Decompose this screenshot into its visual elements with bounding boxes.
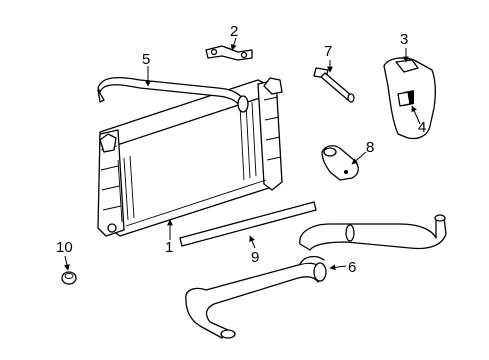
upper-hose[interactable] <box>97 76 249 113</box>
callout-7: 7 <box>324 43 332 60</box>
drain-plug[interactable] <box>61 271 77 285</box>
leader-lines <box>63 37 421 271</box>
callout-1: 1 <box>165 239 173 256</box>
callout-8: 8 <box>366 139 374 156</box>
callout-10: 10 <box>56 239 73 256</box>
callouts: 1 2 3 4 5 6 7 8 9 10 <box>56 23 426 276</box>
mounting-bracket[interactable] <box>205 45 253 61</box>
thermostat-housing[interactable] <box>321 145 359 181</box>
seal-strip[interactable] <box>179 201 317 247</box>
bolt[interactable] <box>313 67 355 103</box>
callout-5: 5 <box>142 51 150 68</box>
lower-hose-bottom[interactable] <box>185 255 327 339</box>
callout-6: 6 <box>348 259 356 276</box>
callout-2: 2 <box>230 23 238 40</box>
reservoir-cap[interactable] <box>397 91 411 107</box>
callout-3: 3 <box>400 31 408 48</box>
lower-hose-upper[interactable] <box>299 214 447 251</box>
callout-9: 9 <box>251 249 259 266</box>
radiator[interactable] <box>97 77 283 237</box>
callout-4: 4 <box>418 119 426 136</box>
